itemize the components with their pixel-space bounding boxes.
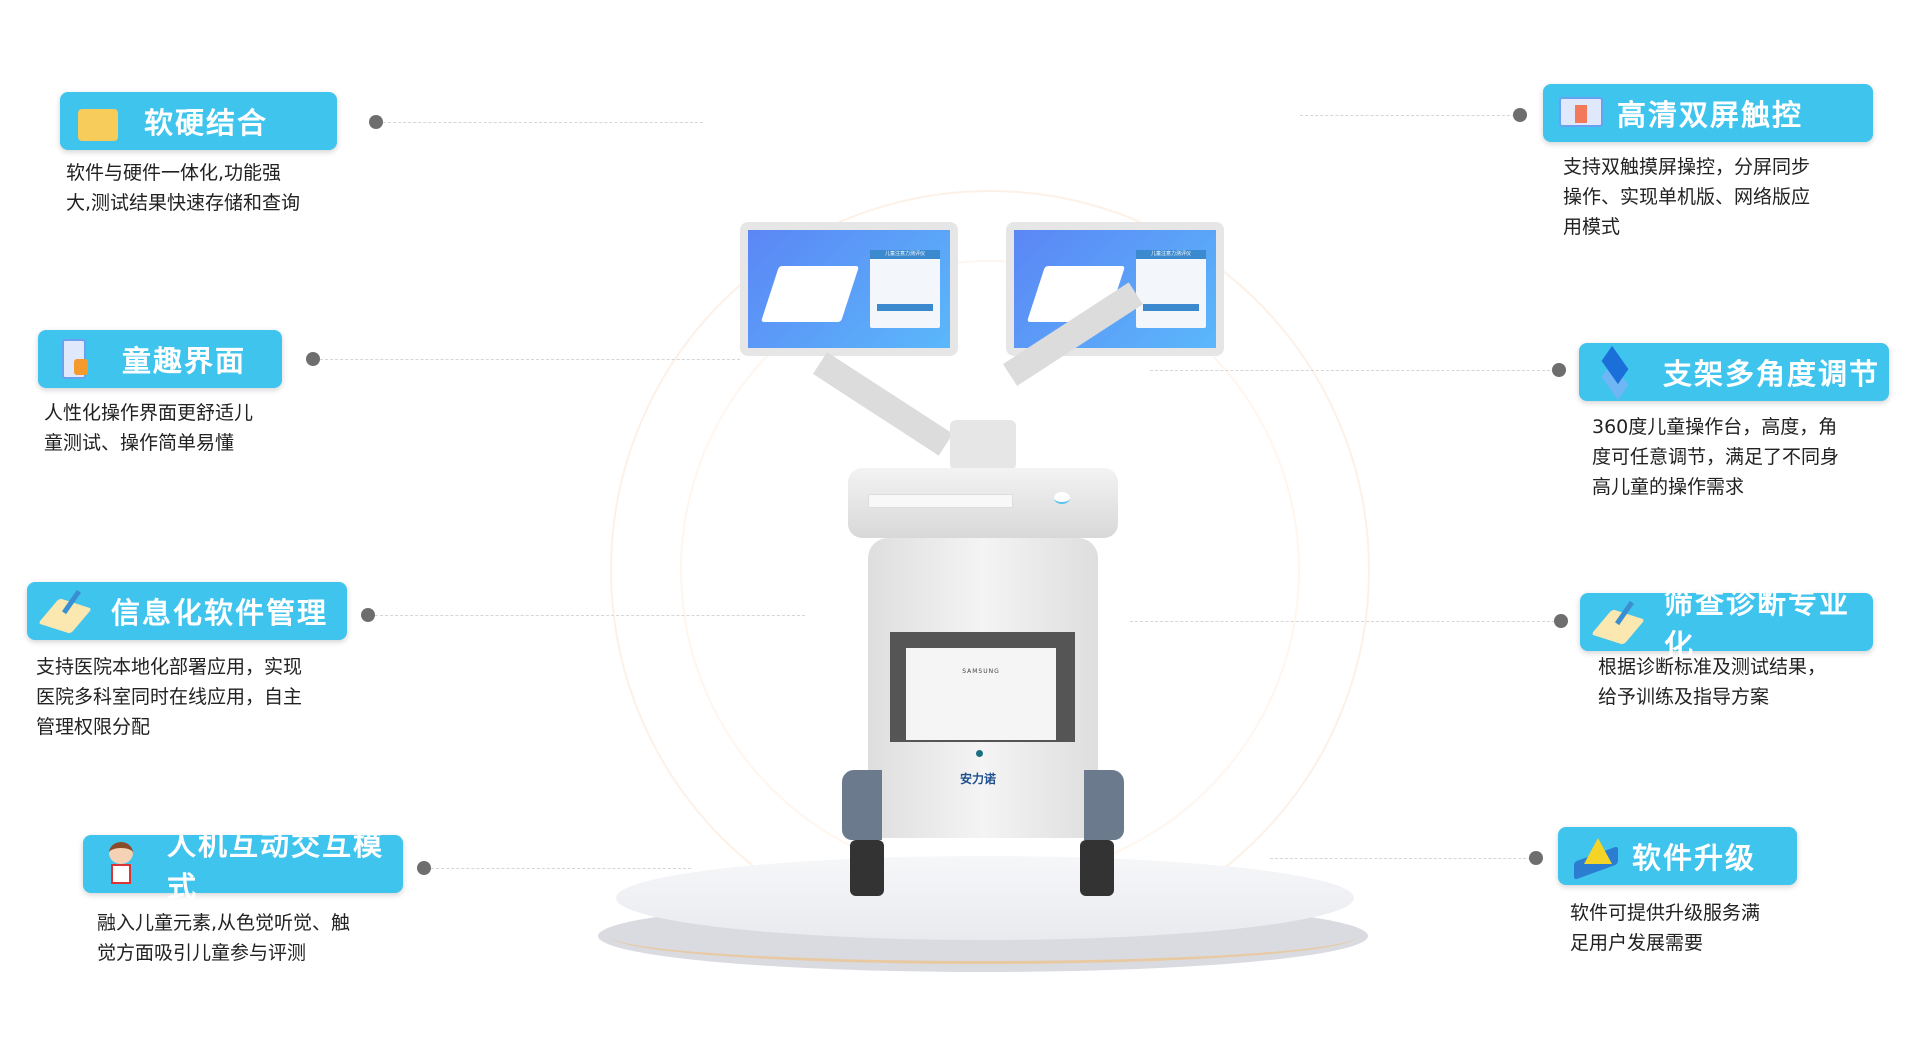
- connector-dot: [417, 861, 431, 875]
- connector-line: [1130, 621, 1560, 622]
- book-ruler-icon: [1572, 834, 1620, 881]
- feature-desc: 融入儿童元素,从色觉听觉、触 觉方面吸引儿童参与评测: [97, 912, 351, 964]
- feature-desc: 人性化操作界面更舒适儿 童测试、操作简单易懂: [44, 402, 254, 454]
- feature-title: 人机互动交互模式: [167, 828, 385, 904]
- cart-base: [1084, 770, 1124, 840]
- feature-desc: 360度儿童操作台，高度，角 度可任意调节，满足了不同身 高儿童的操作需求: [1592, 416, 1840, 498]
- folder-icon: [74, 99, 122, 143]
- feature-title: 支架多角度调节: [1663, 357, 1881, 391]
- feature-title: 信息化软件管理: [111, 596, 329, 630]
- feature-badge-upgrade: 软件升级: [1558, 827, 1797, 885]
- feature-badge-dual-screen: 高清双屏触控: [1543, 84, 1873, 142]
- feature-badge-fun-ui: 童趣界面: [38, 330, 282, 388]
- monitor-icon: [1557, 91, 1605, 135]
- feature-badge-screening: 筛查诊断专业化: [1580, 586, 1873, 662]
- feature-title: 软硬结合: [144, 106, 269, 140]
- brand-logo: 安力诺: [960, 772, 997, 786]
- layers-icon: [1593, 345, 1641, 401]
- connector-line: [1300, 115, 1520, 116]
- connector-line: [1270, 858, 1536, 859]
- connector-dot: [1529, 851, 1543, 865]
- connector-line: [375, 615, 805, 616]
- feature-badge-info-mgmt: 信息化软件管理: [27, 582, 347, 640]
- notepad-icon: [38, 589, 92, 634]
- left-monitor: 儿童注意力测评仪: [740, 222, 958, 356]
- feature-title: 软件升级: [1632, 841, 1757, 875]
- connector-dot: [1552, 363, 1566, 377]
- right-monitor: 儿童注意力测评仪: [1006, 222, 1224, 356]
- feature-title: 童趣界面: [122, 344, 247, 378]
- feature-title: 高清双屏触控: [1617, 98, 1804, 132]
- feature-desc: 软件可提供升级服务满 足用户发展需要: [1570, 902, 1761, 954]
- feature-badge-stand: 支架多角度调节: [1579, 343, 1889, 401]
- connector-dot: [369, 115, 383, 129]
- connector-line: [320, 359, 740, 360]
- phone-child-icon: [52, 337, 100, 381]
- feature-desc: 软件与硬件一体化,功能强 大,测试结果快速存储和查询: [66, 162, 301, 214]
- platform-top: [616, 856, 1354, 940]
- feature-desc: 根据诊断标准及测试结果， 给予训练及指导方案: [1598, 656, 1827, 708]
- connector-dot: [361, 608, 375, 622]
- connector-dot: [306, 352, 320, 366]
- connector-line: [1150, 370, 1560, 371]
- keyboard-tray: [848, 468, 1118, 538]
- wheel: [1080, 840, 1114, 896]
- notepad-icon: [1591, 600, 1645, 645]
- feature-badge-soft-hard: 软硬结合: [60, 92, 337, 150]
- child-avatar-icon: [97, 842, 145, 886]
- feature-desc: 支持医院本地化部署应用，实现 医院多科室同时在线应用，自主 管理权限分配: [36, 656, 303, 738]
- cart-base: [842, 770, 882, 840]
- wheel: [850, 840, 884, 896]
- connector-dot: [1513, 108, 1527, 122]
- connector-line: [431, 868, 691, 869]
- feature-badge-interaction: 人机互动交互模式: [83, 828, 403, 904]
- connector-dot: [1554, 614, 1568, 628]
- feature-title: 筛查诊断专业化: [1664, 586, 1851, 662]
- connector-line: [383, 122, 703, 123]
- feature-desc: 支持双触摸屏操控，分屏同步 操作、实现单机版、网络版应 用模式: [1563, 156, 1811, 238]
- printer: SAMSUNG: [906, 648, 1056, 740]
